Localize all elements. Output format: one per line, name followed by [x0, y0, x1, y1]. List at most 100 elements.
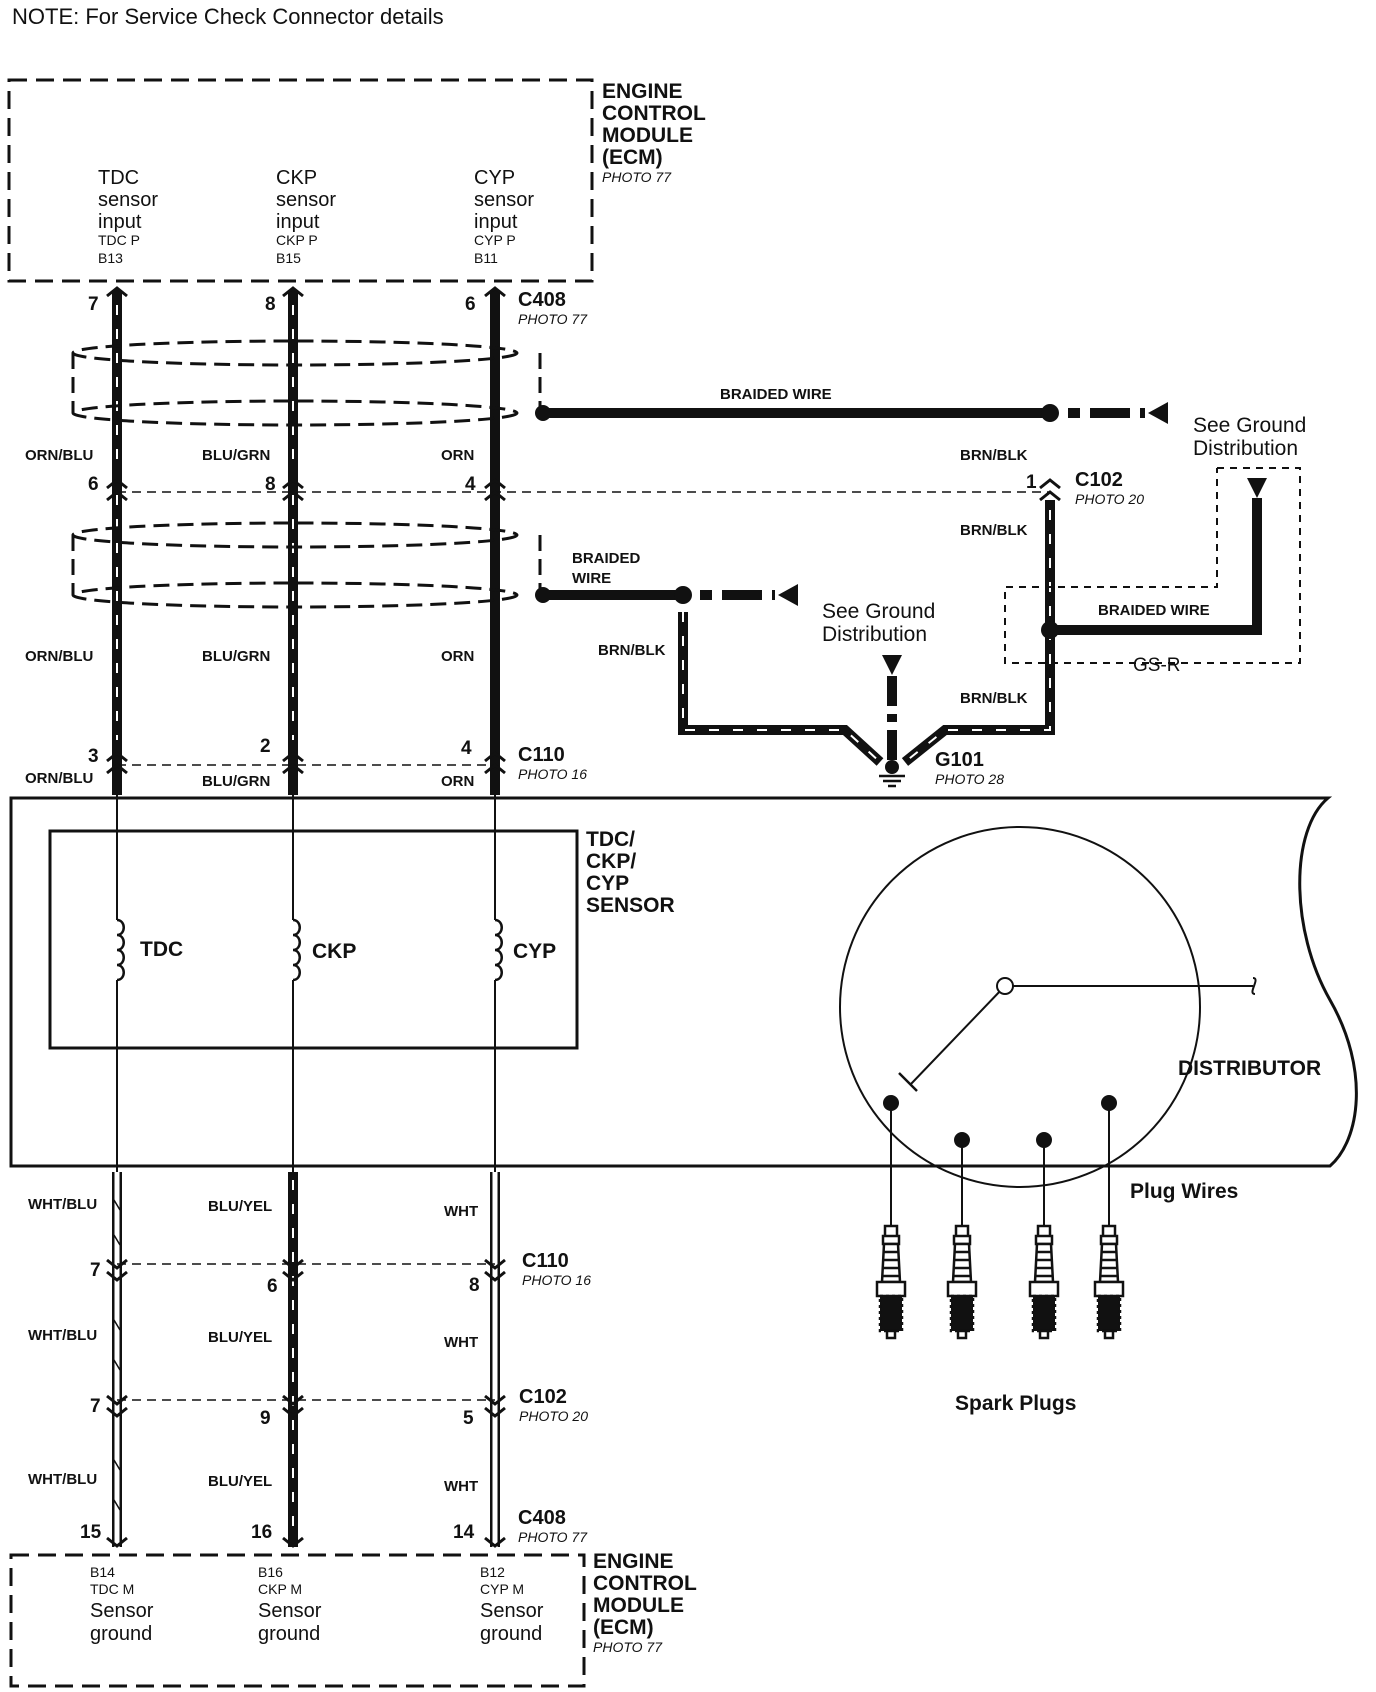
braided-wire-label: BRAIDED WIRE: [1098, 602, 1210, 619]
wire-color-label: BRN/BLK: [960, 522, 1028, 539]
ecm-top-title-line3: MODULE: [602, 124, 693, 147]
cap-terminals: [883, 1095, 1117, 1148]
wire-color-label: BLU/GRN: [202, 648, 270, 665]
plug-ribs: [1035, 1250, 1053, 1278]
ground-arrow-icon: [778, 584, 798, 606]
splice-dot: [1041, 621, 1059, 639]
ecm-input-label: sensor: [276, 189, 336, 211]
ground-node: [885, 760, 899, 774]
ecm-top-title-line4: (ECM): [602, 146, 663, 169]
connector-chevron: [106, 478, 1061, 502]
ecm-ground-signal: TDC M: [90, 1581, 134, 1597]
pin-number: 8: [469, 1275, 480, 1296]
pin-number: 7: [90, 1396, 101, 1417]
ecm-ground-label: ground: [258, 1623, 320, 1645]
pin-number: 16: [251, 1522, 272, 1543]
ecm-input-tdc: TDC sensor input TDC P B13: [98, 167, 158, 266]
ecm-bottom-title: ENGINE CONTROL MODULE (ECM) PHOTO 77: [593, 1550, 697, 1655]
ecm-ground-label: ground: [480, 1623, 542, 1645]
ecm-input-label: TDC: [98, 167, 139, 189]
wire-color-label: WHT/BLU: [28, 1327, 97, 1344]
wire-color-label: WHT/BLU: [28, 1471, 97, 1488]
spark-plug-icon: [1028, 1224, 1060, 1340]
wire-color-label: ORN/BLU: [25, 648, 93, 665]
distributor-cap: [839, 826, 1201, 1188]
pin-number: 6: [267, 1276, 278, 1297]
braided-shield-1: [71, 339, 542, 427]
braided-wire-label: BRAIDED WIRE: [720, 386, 832, 403]
ground-note-line2: Distribution: [822, 623, 927, 646]
plug-terminal: [1099, 1224, 1119, 1246]
ecm-bottom-photo: PHOTO 77: [593, 1639, 663, 1655]
pin-number: 1: [1026, 472, 1037, 493]
ecm-input-cyp: CYP sensor input CYP P B11: [474, 167, 534, 266]
plug-electrode: [885, 1329, 897, 1340]
coil-label: CKP: [312, 940, 356, 963]
plug-thread: [878, 1294, 904, 1333]
pin-number: 7: [90, 1260, 101, 1281]
ecm-ground-terminal: B16: [258, 1564, 283, 1580]
rotor-arm: [909, 987, 1004, 1086]
ecm-input-terminal: B15: [276, 250, 301, 266]
ecm-bottom-box: [9, 1553, 586, 1688]
gsr-variant-box: BRAIDED WIRE GS-R: [1004, 467, 1301, 676]
plug-wires: [890, 1103, 1110, 1226]
connector-photo: PHOTO 16: [518, 766, 587, 782]
ecm-input-label: input: [276, 211, 320, 233]
connector-chevron: [106, 751, 506, 775]
sensor-internal-wires: [116, 795, 496, 1175]
ecm-input-signal: CKP P: [276, 232, 318, 248]
connector-chevron: [106, 1394, 506, 1418]
plug-hex: [875, 1280, 907, 1298]
spark-plug-icon: [875, 1224, 907, 1340]
wire-color-label: BLU/YEL: [208, 1473, 272, 1490]
sensor-title-line: SENSOR: [586, 894, 675, 917]
plug-electrode: [1103, 1329, 1115, 1340]
ground-g101-photo: PHOTO 28: [935, 771, 1004, 787]
connector-c110-top: 3 2 4 C110 PHOTO 16 ORN/BLU BLU/GRN ORN: [25, 736, 587, 790]
gsr-braided-wire: [1050, 498, 1262, 635]
ground-arrow-icon: [1148, 402, 1168, 424]
connector-c110-bottom: 7 6 8 C110 PHOTO 16: [90, 1250, 591, 1297]
spark-plug-icon: [946, 1224, 978, 1340]
ecm-bottom-title-line1: ENGINE: [593, 1550, 674, 1573]
coil-icons: [116, 918, 503, 982]
drain-wire-right-tracer: [904, 510, 1051, 763]
wire-color-label: ORN/BLU: [25, 770, 93, 787]
plug-terminal: [952, 1224, 972, 1246]
signal-wires-bottom: [112, 1172, 500, 1547]
gsr-dashed-outline: [1004, 467, 1301, 664]
ecm-top-title: ENGINE CONTROL MODULE (ECM) PHOTO 77: [602, 80, 706, 185]
connector-label: C408: [518, 289, 566, 311]
plug-hex: [1093, 1280, 1125, 1298]
wire-color-label: BRN/BLK: [598, 642, 666, 659]
spark-plugs-label: Spark Plugs: [955, 1392, 1076, 1415]
drain-wire-left-tracer: [682, 612, 881, 763]
spark-plug-icon: [1093, 1224, 1125, 1340]
pin-number: 4: [461, 738, 472, 759]
wire-color-label: WHT/BLU: [28, 1196, 97, 1213]
connector-chevron: [106, 1536, 506, 1548]
wire-color-label: WHT: [444, 1203, 478, 1220]
sensor-title-line: CKP/: [586, 850, 636, 873]
pin-number: 6: [88, 474, 99, 495]
plug-hex: [946, 1280, 978, 1298]
pin-number: 6: [465, 294, 476, 315]
ground-arrow-icon: [882, 655, 902, 675]
ecm-ground-label: Sensor: [90, 1600, 154, 1622]
wire-color-label: BLU/GRN: [202, 773, 270, 790]
ground-symbol-icon: [879, 760, 905, 788]
ecm-input-label: sensor: [474, 189, 534, 211]
plug-thread: [1031, 1294, 1057, 1333]
signal-wires-top: [112, 290, 500, 795]
wire-color-label: ORN/BLU: [25, 447, 93, 464]
pin-number: 5: [463, 1408, 474, 1429]
ecm-ground-cyp: B12 CYP M Sensor ground: [480, 1564, 544, 1645]
sensor-title-line: TDC/: [586, 828, 635, 851]
braided-shield-2: [71, 521, 542, 609]
connector-photo: PHOTO 20: [519, 1408, 588, 1424]
ecm-bottom-title-line4: (ECM): [593, 1616, 654, 1639]
rotor-center: [996, 977, 1014, 995]
sensor-title: TDC/ CKP/ CYP SENSOR: [586, 828, 675, 917]
